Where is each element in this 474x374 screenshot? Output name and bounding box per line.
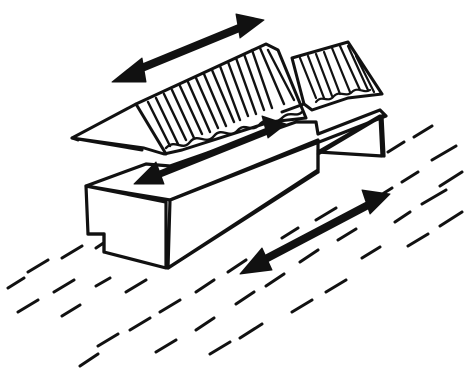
sketch-canvas: [0, 0, 474, 374]
